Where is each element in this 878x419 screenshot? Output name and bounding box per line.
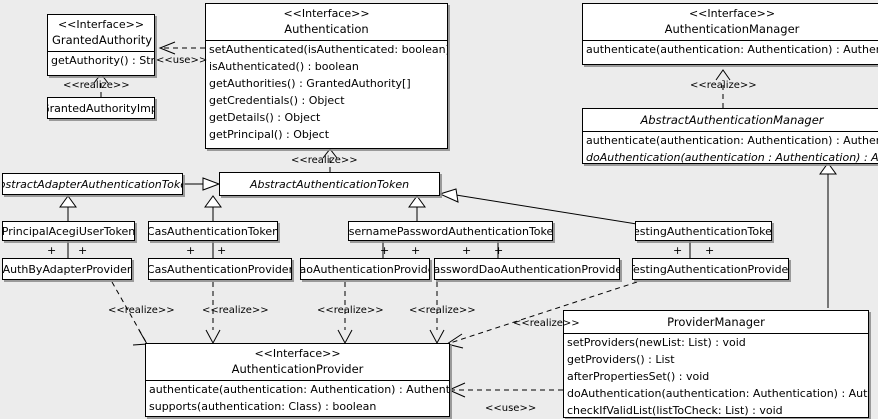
class-principal-acegi-user-token[interactable]: PrincipalAcegiUserToken (2, 221, 135, 241)
class-name: UsernamePasswordAuthenticationToken (348, 224, 553, 238)
class-abstract-authentication-manager[interactable]: AbstractAuthenticationManager authentica… (582, 108, 878, 164)
class-name: PrincipalAcegiUserToken (2, 224, 135, 238)
edge-label-realize-testing: <<realize>> (513, 318, 580, 329)
class-name: AuthenticationManager (664, 22, 800, 36)
class-name: AbstractAuthenticationManager (640, 113, 824, 127)
method-compartment: authenticate(authentication: Authenticat… (583, 132, 878, 166)
edge-label-realize-dao: <<realize>> (317, 305, 384, 316)
class-name: CasAuthenticationToken (148, 224, 278, 238)
class-header: AbstractAuthenticationManager (583, 109, 878, 131)
divider (583, 131, 878, 132)
association-plus: + (47, 244, 57, 257)
class-name: ProviderManager (667, 315, 765, 329)
class-abstract-adapter-authentication-token[interactable]: AbstractAdapterAuthenticationToken (2, 173, 183, 195)
association-plus: + (462, 244, 472, 257)
edge-label-use-provider-manager: <<use>> (485, 403, 537, 414)
divider (564, 333, 868, 334)
divider (206, 40, 447, 41)
method-item: authenticate(authentication: Authenticat… (586, 134, 878, 147)
class-authentication-provider[interactable]: <<Interface>> AuthenticationProvider aut… (145, 343, 450, 417)
edge-label-use-granted-authority: <<use>> (156, 55, 208, 66)
method-compartment: authenticate(authentication: Authenticat… (146, 381, 449, 415)
class-provider-manager[interactable]: ProviderManager setProviders(newList: Li… (563, 310, 869, 418)
method-compartment: getAuthority() : String (48, 52, 154, 69)
class-name: AuthenticationProvider (231, 362, 364, 376)
class-name: TestingAuthenticationToken (635, 224, 772, 238)
method-item: getPrincipal() : Object (209, 128, 330, 141)
association-plus: + (380, 244, 390, 257)
edge-label-realize-password-dao: <<realize>> (409, 305, 476, 316)
class-header: <<Interface>> Authentication (206, 4, 447, 40)
association-plus: + (673, 244, 683, 257)
method-item: getProviders() : List (567, 353, 675, 366)
association-plus: + (411, 244, 421, 257)
method-item: afterPropertiesSet() : void (567, 370, 710, 383)
class-name: DaoAuthenticationProvider (300, 262, 429, 276)
association-plus: + (494, 244, 504, 257)
association-plus: + (705, 244, 715, 257)
class-name: GrantedAuthority (52, 33, 153, 47)
class-name: AbstractAdapterAuthenticationToken (3, 177, 182, 191)
class-name: AbstractAuthenticationToken (249, 177, 410, 191)
class-abstract-authentication-token[interactable]: AbstractAuthenticationToken (219, 172, 440, 196)
method-item: setAuthenticated(isAuthenticated: boolea… (209, 43, 447, 56)
class-username-password-authentication-token[interactable]: UsernamePasswordAuthenticationToken (348, 221, 553, 241)
class-name: Authentication (284, 22, 369, 36)
class-name: TestingAuthenticationProvider (632, 262, 789, 276)
method-item: doAuthentication(authentication : Authen… (586, 151, 878, 164)
class-password-dao-authentication-provider[interactable]: PasswordDaoAuthenticationProvider (434, 258, 620, 280)
stereotype-label: <<Interface>> (283, 7, 370, 20)
class-header: <<Interface>> AuthenticationManager (583, 4, 878, 40)
class-name: PasswordDaoAuthenticationProvider (434, 262, 620, 276)
class-header: ProviderManager (564, 311, 868, 333)
class-authentication-manager[interactable]: <<Interface>> AuthenticationManager auth… (582, 3, 878, 65)
method-item: getCredentials() : Object (209, 94, 345, 107)
method-compartment: authenticate(authentication: Authenticat… (583, 41, 878, 58)
class-header: <<Interface>> AuthenticationProvider (146, 344, 449, 380)
class-cas-authentication-token[interactable]: CasAuthenticationToken (148, 221, 278, 241)
edge-label-realize-authentication-token: <<realize>> (291, 155, 358, 166)
association-plus: + (217, 244, 227, 257)
method-compartment: setProviders(newList: List) : void getPr… (564, 334, 868, 419)
class-granted-authority[interactable]: <<Interface>> GrantedAuthority getAuthor… (47, 14, 155, 76)
divider (583, 40, 878, 41)
method-item: supports(authentication: Class) : boolea… (149, 400, 377, 413)
class-testing-authentication-provider[interactable]: TestingAuthenticationProvider (632, 258, 789, 280)
stereotype-label: <<Interface>> (57, 18, 145, 31)
class-authentication[interactable]: <<Interface>> Authentication setAuthenti… (205, 3, 448, 149)
divider (48, 51, 154, 52)
class-testing-authentication-token[interactable]: TestingAuthenticationToken (635, 221, 772, 241)
class-name: GrantedAuthorityImpl (47, 101, 155, 115)
method-item: authenticate(authentication: Authenticat… (149, 383, 449, 396)
edge-label-realize-authentication-manager: <<realize>> (690, 80, 757, 91)
class-name: AuthByAdapterProvider (2, 262, 132, 276)
edge-label-realize-auth-by-adapter: <<realize>> (108, 305, 175, 316)
class-granted-authority-impl[interactable]: GrantedAuthorityImpl (47, 97, 155, 119)
method-item: getAuthorities() : GrantedAuthority[] (209, 77, 411, 90)
method-item: isAuthenticated() : boolean (209, 60, 359, 73)
stereotype-label: <<Interface>> (688, 7, 776, 20)
class-dao-authentication-provider[interactable]: DaoAuthenticationProvider (300, 258, 430, 280)
edge-label-realize-cas: <<realize>> (202, 305, 269, 316)
method-item: doAuthentication(authentication: Authent… (567, 387, 868, 400)
method-item: checkIfValidList(listToCheck: List) : vo… (567, 404, 783, 417)
divider (146, 380, 449, 381)
method-item: getAuthority() : String (51, 54, 154, 67)
class-cas-authentication-provider[interactable]: CasAuthenticationProvider (148, 258, 292, 280)
class-header: <<Interface>> GrantedAuthority (48, 15, 154, 51)
edge-label-realize-granted-authority-impl: <<realize>> (63, 80, 130, 91)
class-auth-by-adapter-provider[interactable]: AuthByAdapterProvider (2, 258, 132, 280)
method-item: setProviders(newList: List) : void (567, 336, 746, 349)
class-name: CasAuthenticationProvider (148, 262, 292, 276)
association-plus: + (186, 244, 196, 257)
stereotype-label: <<Interface>> (254, 347, 341, 360)
method-compartment: setAuthenticated(isAuthenticated: boolea… (206, 41, 447, 143)
method-item: getDetails() : Object (209, 111, 321, 124)
association-plus: + (78, 244, 88, 257)
method-item: authenticate(authentication: Authenticat… (586, 43, 878, 56)
